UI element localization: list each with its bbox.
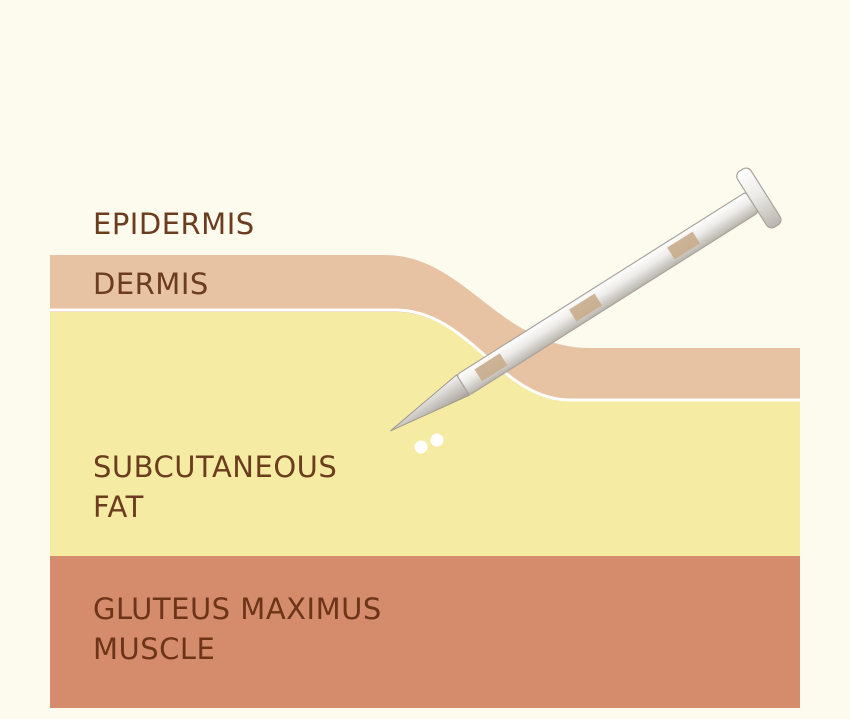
syringe-needle-icon bbox=[389, 167, 782, 432]
needle-marking bbox=[474, 353, 508, 382]
medication-droplets-icon bbox=[414, 433, 444, 454]
subcutaneous-fat-label-line2: FAT bbox=[93, 490, 144, 524]
syringe-cap bbox=[736, 167, 782, 229]
gluteus-maximus-muscle-layer bbox=[50, 556, 800, 708]
muscle-label-line2: MUSCLE bbox=[93, 632, 216, 666]
subcutaneous-fat-label-line1: SUBCUTANEOUS bbox=[93, 450, 338, 484]
epidermis-label: EPIDERMIS bbox=[93, 207, 255, 241]
dermis-label: DERMIS bbox=[93, 267, 209, 301]
muscle-label-line1: GLUTEUS MAXIMUS bbox=[93, 592, 382, 626]
dermis-fat-boundary-line bbox=[50, 308, 800, 402]
subcutaneous-fat-layer bbox=[50, 312, 800, 556]
needle-marking bbox=[667, 231, 701, 260]
needle-marking bbox=[569, 293, 602, 322]
dermis-layer bbox=[50, 255, 800, 400]
